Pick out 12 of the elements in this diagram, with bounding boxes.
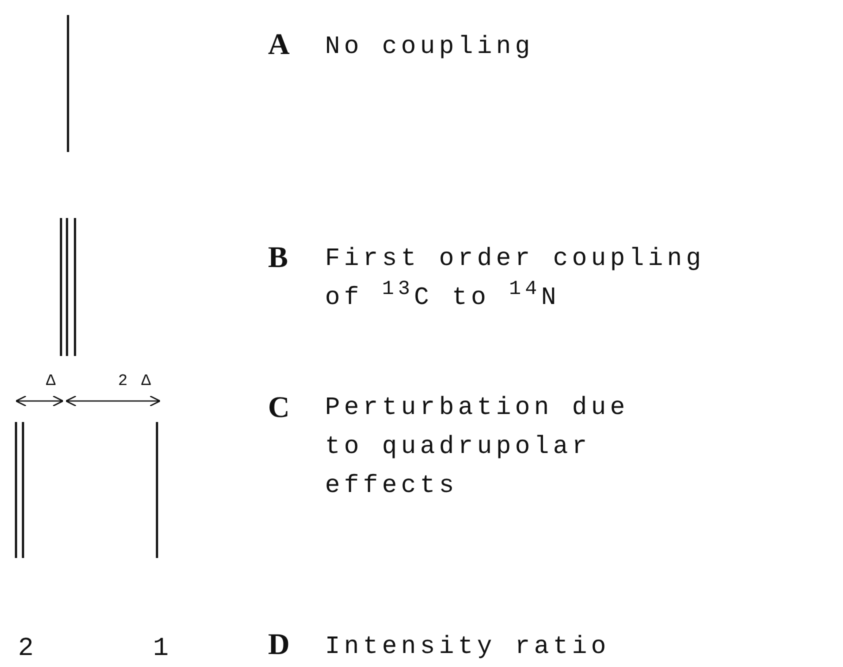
panel-letter: D xyxy=(268,630,290,660)
intensity-label: 1 xyxy=(153,635,169,661)
panel-letter: C xyxy=(268,393,290,423)
dimension-label: Δ xyxy=(46,373,58,389)
panel-letter: B xyxy=(268,243,288,273)
dimension-label: 2 Δ xyxy=(118,373,153,389)
description: Perturbation due to quadrupolar effects xyxy=(325,392,630,502)
description: No coupling xyxy=(325,31,534,63)
description: First order coupling of $^{13}$C to $^{14}$N xyxy=(325,243,706,314)
intensity-label: 2 xyxy=(18,635,34,661)
panel-letter: A xyxy=(268,30,290,60)
description: Intensity ratio xyxy=(325,631,610,663)
